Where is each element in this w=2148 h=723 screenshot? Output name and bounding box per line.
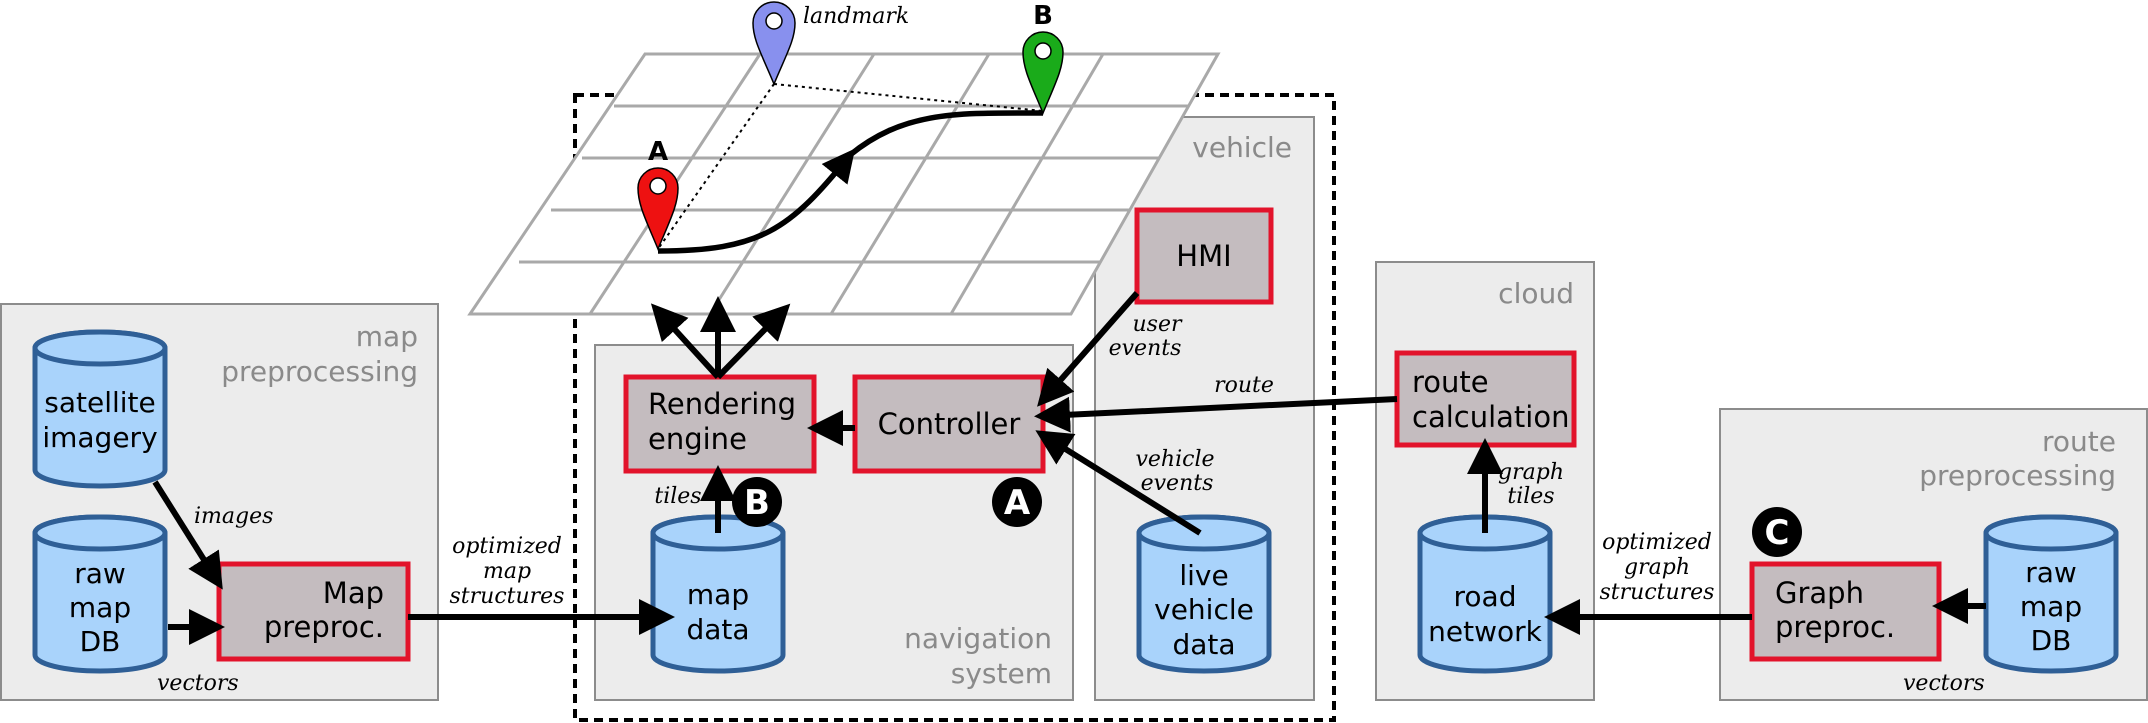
db-label: DB [80,625,121,658]
edge-label-optimized-map-structures: map [483,559,531,584]
db-label: raw [2025,556,2077,589]
region-title: navigation [904,622,1052,655]
arrow-user-events [1037,291,1140,407]
process-rendering-engine: Rendering engine [623,374,817,474]
process-label: Map [323,576,384,610]
start-pin-label: A [648,137,668,167]
process-label: preproc. [1775,610,1895,644]
region-title: preprocessing [1919,459,2116,492]
edge-label-optimized-graph-structures: structures [1600,580,1715,605]
arrow-vehicle-events [1035,430,1202,536]
edge-label-vectors: vectors [1903,671,1985,696]
edge-label-vehicle-events: events [1141,471,1214,496]
process-label: calculation [1412,400,1569,434]
edge-label-optimized-map-structures: optimized [452,534,562,559]
badge-letter: B [744,483,770,523]
db-label: road [1454,580,1517,613]
db-label: map [69,591,131,624]
db-label: map [2020,590,2082,623]
badge-letter: C [1765,513,1790,553]
arrows [152,291,1986,645]
edge-label-vehicle-events: vehicle [1135,447,1214,472]
process-label: Graph [1775,576,1864,610]
edge-label-tiles: tiles [654,484,701,509]
edge-label-optimized-graph-structures: graph [1624,555,1690,580]
region-title: system [951,657,1052,690]
process-label: HMI [1176,239,1231,273]
arrow-route [1034,396,1398,433]
db-label: live [1179,559,1228,592]
arrow-images [152,480,223,590]
end-pin-label: B [1033,1,1053,31]
landmark-label: landmark [803,4,909,29]
db-satellite-imagery: satellite imagery [32,329,168,489]
arrow-render-left [650,303,721,380]
process-hmi: HMI [1134,207,1274,305]
edge-label-graph-tiles: tiles [1507,484,1554,509]
edge-label-user-events: events [1109,336,1182,361]
badge-graph: C [1752,507,1802,557]
db-label: satellite [44,386,156,419]
badge-letter: A [1004,483,1031,523]
edge-label-graph-tiles: graph [1498,460,1564,485]
db-live-vehicle-data: live vehicle data [1136,514,1272,674]
edge-label-vectors: vectors [157,671,239,696]
landmark-sight-lines [657,83,1044,250]
db-label: vehicle [1154,593,1254,626]
db-road-network: road network [1417,514,1553,674]
start-pin-icon [637,167,679,251]
badge-rendering: B [732,477,782,527]
db-map-data: map data [650,514,786,674]
db-label: raw [74,557,126,590]
region-title: preprocessing [221,355,418,388]
process-label: engine [648,422,747,456]
process-map-preproc: Map preproc. [216,561,411,662]
edge-label-images: images [194,504,273,529]
db-label: data [1172,628,1235,661]
edge-label-optimized-graph-structures: optimized [1602,530,1712,555]
db-raw-map-left: raw map DB [32,514,168,674]
edge-label-user-events: user [1133,312,1183,337]
db-raw-map-right: raw map DB [1983,514,2119,674]
region-title: route [2042,425,2116,458]
edge-label-optimized-map-structures: structures [450,584,565,609]
region-title: vehicle [1192,131,1292,164]
process-label: Controller [878,407,1021,441]
process-label: Rendering [648,387,796,421]
db-label: DB [2031,624,2072,657]
process-route-calculation: route calculation [1394,350,1577,448]
arrow-render-right [715,303,791,380]
db-label: network [1428,615,1542,648]
db-label: map [687,578,749,611]
region-title: map [356,320,418,353]
end-pin-icon [1022,31,1064,115]
db-label: data [686,613,749,646]
landmark-pin-icon [752,1,796,86]
process-label: route [1412,365,1489,399]
process-label: preproc. [264,610,384,644]
db-label: imagery [42,421,157,454]
region-title: cloud [1498,277,1574,310]
route-path [657,110,1044,254]
process-graph-preproc: Graph preproc. [1749,561,1942,662]
process-controller: Controller [852,374,1046,474]
edge-label-route: route [1214,373,1274,398]
badge-controller: A [992,477,1042,527]
